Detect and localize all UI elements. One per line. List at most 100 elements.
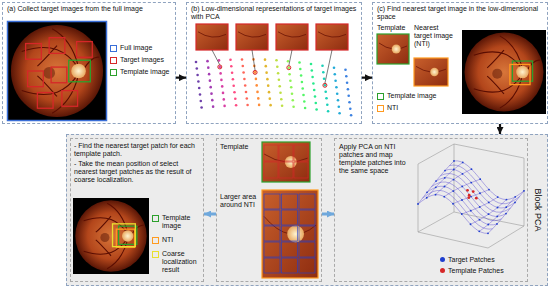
image-thumbnail (276, 24, 308, 50)
pca-point (322, 71, 325, 74)
target-patch-point (417, 203, 419, 205)
pca-point (277, 72, 280, 75)
thumbnail-image (262, 190, 318, 278)
surface-line (445, 169, 515, 208)
fundus-image (8, 22, 106, 120)
optic-disc (430, 68, 438, 76)
pca-point (232, 78, 235, 81)
selected-point (218, 65, 222, 69)
pca-point (254, 71, 257, 74)
region-box (51, 67, 67, 83)
surface-line (427, 186, 497, 225)
pca-point (287, 60, 290, 63)
fundus-background (8, 22, 106, 120)
image-thumbnail (236, 24, 268, 50)
target-patch-point (470, 223, 472, 225)
target-patch-point (496, 216, 498, 218)
pca-point (229, 59, 232, 62)
target-patch-point (461, 186, 463, 188)
target-patch-point (435, 180, 437, 182)
fundus-background (462, 30, 546, 114)
step-text: Template (220, 143, 260, 151)
target-patch-point (479, 206, 481, 208)
pca-point (222, 92, 225, 95)
step-text: - Take the mean position of select neare… (74, 160, 201, 184)
pca-point (195, 61, 198, 64)
pca-point (265, 65, 268, 68)
image-thumbnail (377, 34, 409, 64)
blood-vessel (52, 75, 78, 113)
surface-line (453, 190, 489, 204)
pca-point (232, 85, 235, 88)
full-image-box (8, 22, 107, 121)
pca-point (327, 110, 330, 113)
optic-disc (122, 230, 133, 241)
target-patch-point (514, 201, 516, 203)
pca-point (289, 79, 292, 82)
legend-item: Template image (377, 92, 455, 100)
legend-swatch (152, 237, 159, 244)
macula (492, 69, 502, 79)
block-panel: Block PCA- Find the nearest target patch… (66, 134, 548, 286)
pca-point (241, 58, 244, 61)
fundus-background (73, 198, 149, 274)
plot-axis (524, 158, 525, 226)
macula (100, 233, 109, 242)
flow-arrow (499, 124, 501, 134)
region-box (37, 93, 53, 109)
pca-point (221, 85, 224, 88)
target-patch-point (497, 207, 499, 209)
region-box (28, 71, 44, 87)
pca-point (315, 108, 318, 111)
fundus-retina (11, 25, 103, 117)
plot-axis (418, 144, 454, 164)
target-patch-point (462, 162, 464, 164)
pca-point (311, 69, 314, 72)
pca-point (323, 78, 326, 81)
pca-point (231, 72, 234, 75)
blood-vessel (500, 36, 523, 69)
target-patch-point (506, 199, 508, 201)
region-box (62, 91, 78, 107)
pca-point (223, 98, 226, 101)
target-patch-point (479, 192, 481, 194)
selected-point (323, 83, 327, 87)
pca-point (269, 104, 272, 107)
pca-point (268, 91, 271, 94)
target-patch-point (487, 224, 489, 226)
macula (43, 67, 55, 79)
blood-vessel (474, 75, 523, 93)
target-patch-point (426, 191, 428, 193)
legend-swatch (152, 251, 159, 258)
panel-box: (a) Collect target images from the full … (2, 2, 176, 124)
legend-text: NTI (387, 104, 398, 112)
target-patch-point (444, 177, 446, 179)
pca-point (197, 80, 200, 83)
thumbnail-frame (262, 190, 318, 278)
surface-line (441, 174, 511, 213)
pca-point (335, 86, 338, 89)
target-patch (264, 210, 280, 225)
legend-item: NTI (377, 104, 455, 112)
pca-point (243, 78, 246, 81)
blood-vessel (96, 216, 111, 232)
surface-line (423, 190, 493, 229)
legend-swatch (110, 69, 117, 76)
pca-point (346, 82, 349, 85)
retina (75, 200, 146, 271)
target-patch-point (453, 169, 455, 171)
pca-point (324, 91, 327, 94)
blood-vessel (238, 32, 266, 37)
target-patch (282, 210, 298, 225)
legend-swatch (440, 268, 445, 273)
target-patch-point (435, 186, 437, 188)
legend-item: Template image (152, 214, 202, 230)
pca-point (196, 67, 199, 70)
thumbnail-image (414, 58, 448, 86)
leader-line (289, 50, 292, 66)
pca-point (349, 108, 352, 111)
legend-text: NTI (162, 236, 173, 244)
pca-point (208, 73, 211, 76)
sub-panel: TemplateLarger area around NTI (216, 138, 322, 282)
legend-swatch (377, 105, 384, 112)
